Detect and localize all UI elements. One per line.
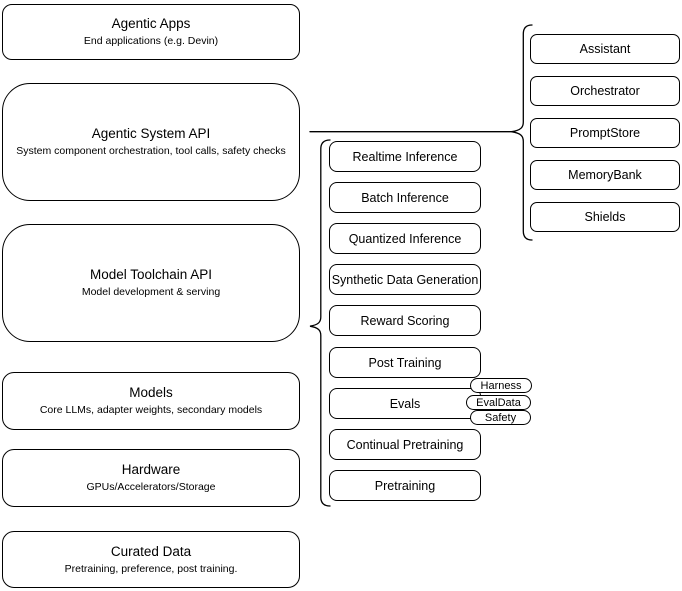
node-continual-pretraining: Continual Pretraining bbox=[329, 429, 481, 460]
node-quantized-inference: Quantized Inference bbox=[329, 223, 481, 254]
system-components-brace bbox=[511, 24, 533, 241]
node-reward-scoring: Reward Scoring bbox=[329, 305, 481, 336]
node-subtitle: Pretraining, preference, post training. bbox=[64, 562, 238, 575]
pill-harness: Harness bbox=[470, 378, 532, 393]
node-orchestrator: Orchestrator bbox=[530, 76, 680, 106]
node-title: Model Toolchain API bbox=[89, 267, 213, 282]
node-model-toolchain-api: Model Toolchain API Model development & … bbox=[2, 224, 300, 342]
pill-safety: Safety bbox=[470, 410, 531, 425]
node-subtitle: System component orchestration, tool cal… bbox=[16, 145, 286, 157]
node-assistant: Assistant bbox=[530, 34, 680, 64]
node-subtitle: End applications (e.g. Devin) bbox=[83, 35, 219, 47]
node-memorybank: MemoryBank bbox=[530, 160, 680, 190]
node-subtitle: Core LLMs, adapter weights, secondary mo… bbox=[39, 404, 263, 416]
node-title: Agentic System API bbox=[91, 126, 211, 141]
node-shields: Shields bbox=[530, 202, 680, 232]
node-subtitle: Model development & serving bbox=[81, 286, 221, 298]
node-promptstore: PromptStore bbox=[530, 118, 680, 148]
node-batch-inference: Batch Inference bbox=[329, 182, 481, 213]
node-agentic-system-api: Agentic System API System component orch… bbox=[2, 83, 300, 201]
node-pretraining: Pretraining bbox=[329, 470, 481, 501]
node-curated-data: Curated Data Pretraining, preference, po… bbox=[2, 531, 300, 588]
node-subtitle: GPUs/Accelerators/Storage bbox=[86, 481, 216, 493]
node-title: Agentic Apps bbox=[111, 16, 191, 31]
node-hardware: Hardware GPUs/Accelerators/Storage bbox=[2, 449, 300, 507]
pill-evaldata: EvalData bbox=[466, 395, 531, 410]
node-title: Curated Data bbox=[110, 543, 192, 559]
node-realtime-inference: Realtime Inference bbox=[329, 141, 481, 172]
node-title: Hardware bbox=[121, 462, 181, 477]
node-evals: Evals bbox=[329, 388, 481, 419]
node-agentic-apps: Agentic Apps End applications (e.g. Devi… bbox=[2, 4, 300, 60]
node-title: Models bbox=[129, 385, 173, 400]
node-models: Models Core LLMs, adapter weights, secon… bbox=[2, 372, 300, 430]
node-post-training: Post Training bbox=[329, 347, 481, 378]
node-synthetic-data-generation: Synthetic Data Generation bbox=[329, 264, 481, 295]
toolchain-services-brace bbox=[309, 139, 331, 507]
